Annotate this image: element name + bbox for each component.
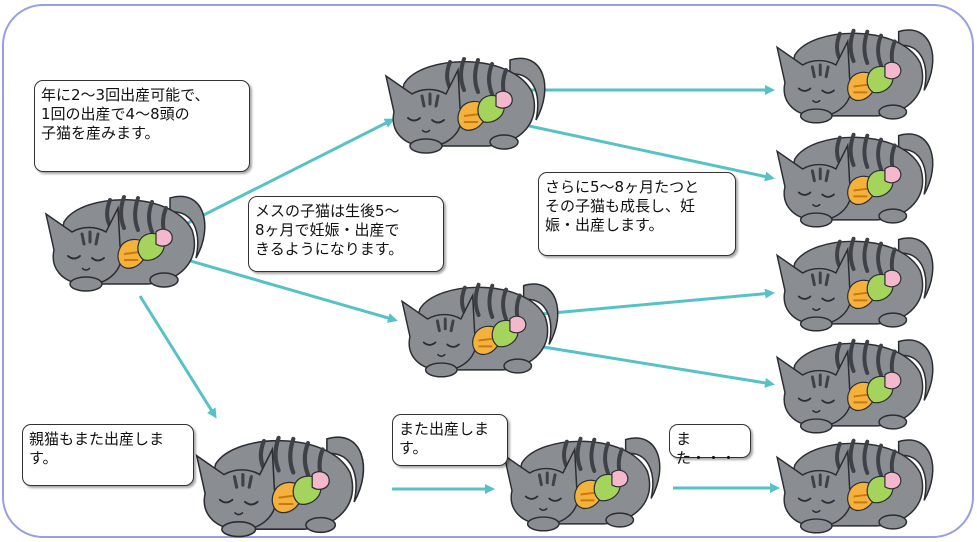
note-and-again: また・・・ — [669, 424, 751, 467]
note-kitten-maturity: メスの子猫は生後5〜 8ヶ月で妊娠・出産で きるようになります。 — [248, 196, 444, 272]
arrow-icon — [169, 253, 398, 323]
note-further-growth: さらに5〜8ヶ月たつと その子猫も成長し、妊 娠・出産します。 — [538, 172, 736, 256]
nursing-mother-cat-icon — [384, 56, 547, 155]
note-litter-size: 年に2〜3回出産可能で、 1回の出産で4〜8頭の 子猫を産みます。 — [34, 80, 250, 172]
nursing-mother-cat-icon — [775, 338, 935, 435]
nursing-mother-cat-icon — [502, 436, 662, 533]
arrow-icon — [138, 295, 217, 419]
nursing-mother-cat-icon — [44, 194, 207, 293]
arrows — [138, 85, 780, 494]
outer-frame — [2, 4, 974, 538]
arrow-icon — [491, 116, 775, 182]
nursing-mother-cat-icon — [775, 438, 935, 535]
note-parent-again: 親猫もまた出産しま す。 — [22, 424, 194, 486]
nursing-mother-cat-icon — [197, 437, 364, 536]
arrow-icon — [519, 288, 775, 318]
nursing-mother-cat-icon — [775, 236, 935, 333]
arrow-icon — [499, 338, 775, 388]
nursing-mother-cat-icon — [775, 132, 935, 229]
note-birth-again: また出産しま す。 — [392, 414, 508, 466]
nursing-mother-cat-icon — [400, 282, 560, 379]
arrow-icon — [169, 118, 395, 234]
nursing-mother-cat-icon — [775, 28, 935, 125]
